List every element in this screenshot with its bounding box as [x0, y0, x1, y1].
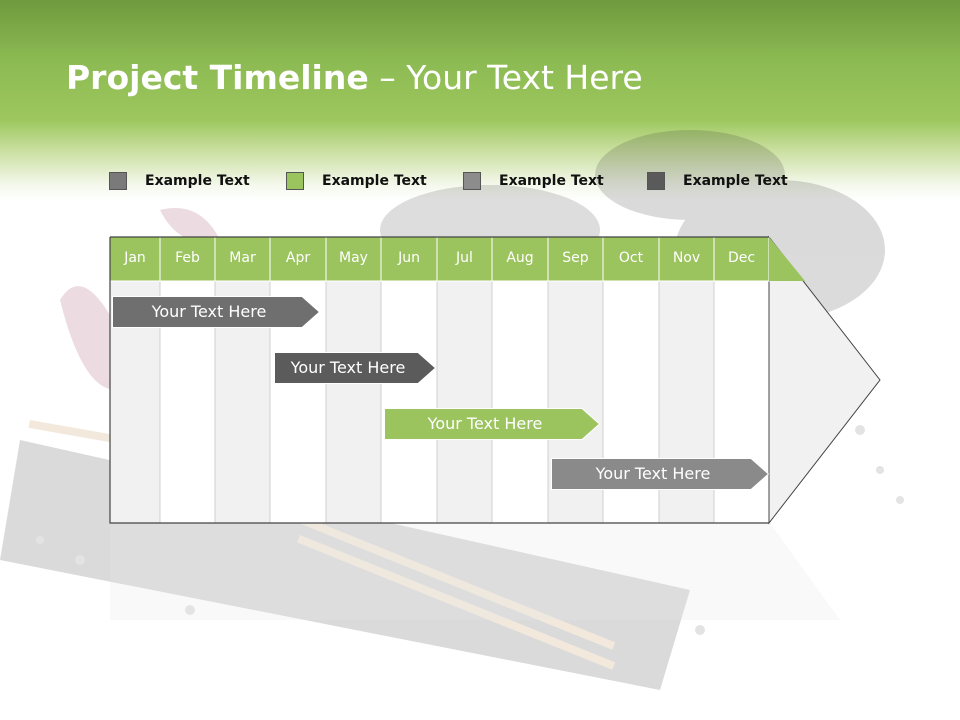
- month-label: Jan: [124, 250, 146, 266]
- header-band: [0, 0, 960, 200]
- month-label: Nov: [672, 250, 701, 266]
- legend-item: Example Text: [109, 171, 250, 191]
- month-column: [436, 280, 493, 524]
- page-title: Project Timeline – Your Text Here: [66, 58, 643, 97]
- month-header-cell: [491, 236, 549, 282]
- task-arrow-shape: [112, 296, 320, 328]
- month-label: Feb: [175, 250, 200, 266]
- month-label: Aug: [506, 250, 534, 266]
- month-header-cell: [214, 236, 271, 282]
- legend-label: Example Text: [683, 173, 788, 189]
- month-column: [491, 280, 549, 524]
- task-arrow-shape: [551, 458, 769, 490]
- month-label: Jul: [456, 250, 473, 266]
- task-label: Your Text Here: [290, 358, 406, 377]
- month-header-cell: [436, 236, 493, 282]
- month-label: May: [339, 250, 368, 266]
- month-header-cell: [602, 236, 660, 282]
- legend-swatch: [647, 172, 665, 190]
- title-dash: –: [368, 58, 407, 97]
- month-header-cell: [159, 236, 216, 282]
- month-column: [325, 280, 382, 524]
- month-column: [380, 280, 438, 524]
- arrow-tip: [768, 235, 881, 525]
- legend-swatch: [286, 172, 304, 190]
- month-label: Jun: [398, 250, 420, 266]
- legend-item: Example Text: [647, 171, 788, 191]
- task-arrow-shape: [384, 408, 600, 440]
- month-label: Oct: [618, 250, 644, 266]
- task-label: Your Text Here: [427, 414, 543, 433]
- month-label: Apr: [285, 250, 311, 266]
- task-label: Your Text Here: [151, 302, 267, 321]
- legend-label: Example Text: [145, 173, 250, 189]
- month-label: Dec: [727, 250, 756, 266]
- task-arrow: Your Text Here: [384, 408, 600, 440]
- legend-label: Example Text: [322, 173, 427, 189]
- legend-swatch: [109, 172, 127, 190]
- month-header-cell: [713, 236, 770, 282]
- arrow-tip-header: [769, 237, 805, 281]
- title-bold: Project Timeline: [66, 58, 369, 97]
- task-arrow: Your Text Here: [274, 352, 436, 384]
- month-header-cell: [325, 236, 382, 282]
- task-arrow: Your Text Here: [112, 296, 320, 328]
- legend-label: Example Text: [499, 173, 604, 189]
- task-arrow: Your Text Here: [551, 458, 769, 490]
- legend-item: Example Text: [463, 171, 604, 191]
- task-label: Your Text Here: [595, 464, 711, 483]
- legend-item: Example Text: [286, 171, 427, 191]
- month-label: Mar: [229, 250, 256, 266]
- legend-swatch: [463, 172, 481, 190]
- task-arrow-shape: [274, 352, 436, 384]
- month-header-cell: [380, 236, 438, 282]
- month-header-cell: [269, 236, 327, 282]
- month-label: Sep: [562, 250, 589, 266]
- month-header-cell: [547, 236, 604, 282]
- title-rest: Your Text Here: [406, 58, 643, 97]
